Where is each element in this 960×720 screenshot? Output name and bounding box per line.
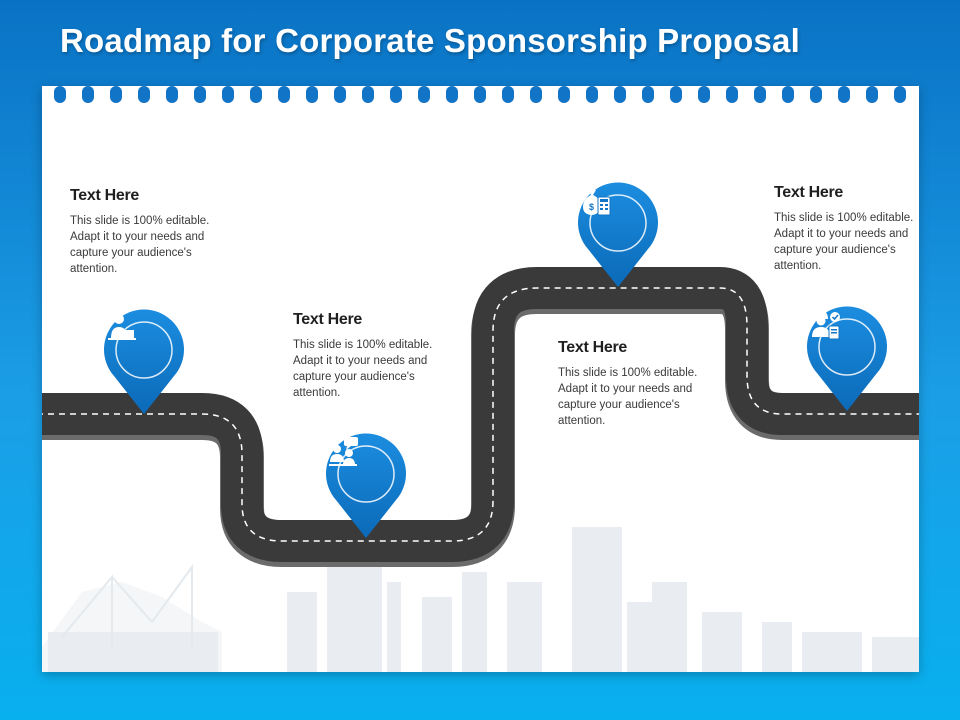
step-text-1: Text Here This slide is 100% editable. A… — [70, 187, 220, 277]
step-heading: Text Here — [293, 311, 363, 328]
binder-dot — [558, 86, 570, 103]
binder-dot — [222, 86, 234, 103]
binder-dot — [418, 86, 430, 103]
step-text-2: Text Here This slide is 100% editable. A… — [293, 311, 443, 401]
binder-dot — [250, 86, 262, 103]
binder-dot — [698, 86, 710, 103]
binder-dot — [754, 86, 766, 103]
skyline-illustration — [42, 527, 919, 672]
binder-dot — [782, 86, 794, 103]
milestone-pin-4[interactable] — [805, 305, 889, 413]
milestone-pin-1[interactable] — [102, 308, 186, 416]
binder-dot — [866, 86, 878, 103]
content-panel: $ — [42, 86, 919, 672]
binder-dot — [362, 86, 374, 103]
binder-dot — [110, 86, 122, 103]
binder-dot — [502, 86, 514, 103]
binder-dot — [838, 86, 850, 103]
step-description: This slide is 100% editable. Adapt it to… — [558, 367, 698, 427]
roadmap-road — [42, 267, 919, 567]
step-description: This slide is 100% editable. Adapt it to… — [70, 215, 210, 275]
step-description: This slide is 100% editable. Adapt it to… — [774, 212, 914, 272]
milestone-pin-2[interactable] — [324, 432, 408, 540]
slide-title: Roadmap for Corporate Sponsorship Propos… — [60, 22, 800, 59]
step-description: This slide is 100% editable. Adapt it to… — [293, 339, 433, 399]
money-bag-calculator-icon: $ — [583, 190, 611, 216]
binder-dot — [586, 86, 598, 103]
step-heading: Text Here — [558, 339, 628, 356]
binder-dot — [390, 86, 402, 103]
binder-dot — [138, 86, 150, 103]
binder-dot — [166, 86, 178, 103]
binder-dot — [810, 86, 822, 103]
binder-dot — [306, 86, 318, 103]
milestone-pin-3[interactable]: $ — [576, 181, 660, 289]
binder-dots — [42, 86, 919, 106]
binder-dot — [334, 86, 346, 103]
step-heading: Text Here — [774, 184, 844, 201]
binder-dot — [82, 86, 94, 103]
binder-dot — [474, 86, 486, 103]
binder-dot — [530, 86, 542, 103]
binder-dot — [642, 86, 654, 103]
svg-text:$: $ — [589, 202, 594, 212]
meeting-icon — [329, 437, 358, 466]
step-text-4: Text Here This slide is 100% editable. A… — [774, 184, 919, 274]
binder-dot — [726, 86, 738, 103]
binder-dot — [670, 86, 682, 103]
step-text-3: Text Here This slide is 100% editable. A… — [558, 339, 708, 429]
worker-clipboard-icon — [812, 311, 840, 340]
step-heading: Text Here — [70, 187, 140, 204]
binder-dot — [614, 86, 626, 103]
person-laptop-icon — [108, 314, 136, 340]
binder-dot — [278, 86, 290, 103]
binder-dot — [54, 86, 66, 103]
binder-dot — [194, 86, 206, 103]
binder-dot — [894, 86, 906, 103]
binder-dot — [446, 86, 458, 103]
